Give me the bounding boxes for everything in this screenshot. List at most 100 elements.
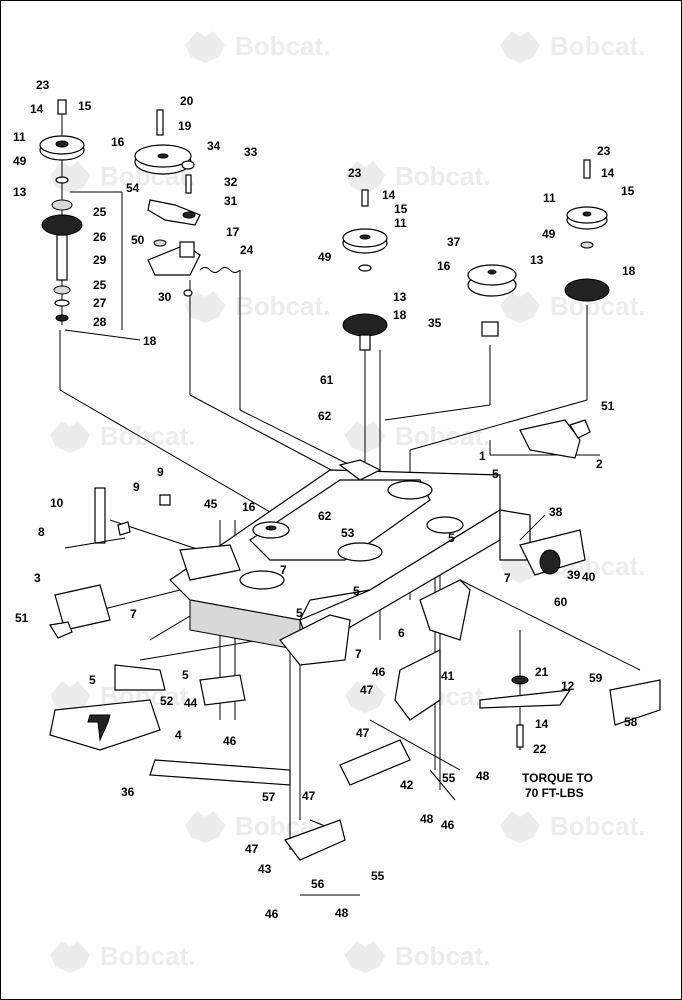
callout: 47 <box>245 842 259 856</box>
bobcat-logo-icon <box>345 161 385 193</box>
callout: 5 <box>89 673 96 687</box>
callout: 36 <box>121 785 135 799</box>
bobcat-logo-icon <box>345 941 385 973</box>
callout: 32 <box>224 175 238 189</box>
bobcat-logo-icon <box>500 31 540 63</box>
callout: 18 <box>393 308 407 322</box>
callout: 23 <box>348 166 362 180</box>
mower-deck-frame <box>169 459 531 666</box>
watermark: Bobcat. <box>500 31 645 63</box>
callout: 39 <box>567 568 581 582</box>
callout: 30 <box>158 290 172 304</box>
watermark-text: Bobcat. <box>100 421 195 451</box>
bobcat-logo-icon <box>185 291 225 323</box>
callout: 48 <box>335 906 349 920</box>
callout: 50 <box>131 233 145 247</box>
callout: 15 <box>394 202 408 216</box>
callout: 21 <box>535 665 549 679</box>
callout: 9 <box>133 480 140 494</box>
callout: 22 <box>533 742 547 756</box>
callout: 5 <box>448 531 455 545</box>
watermark-text: Bobcat. <box>235 291 330 321</box>
right-pulley-assembly <box>467 159 610 337</box>
callout: 13 <box>530 253 544 267</box>
callout: 4 <box>175 728 182 742</box>
callout: 16 <box>242 500 256 514</box>
callout: 46 <box>372 665 386 679</box>
callout: 15 <box>621 184 635 198</box>
callout: 14 <box>535 717 549 731</box>
callout: 35 <box>428 316 442 330</box>
callout: 29 <box>93 253 107 267</box>
watermark: Bobcat. <box>185 291 330 323</box>
callout: 44 <box>184 696 198 710</box>
callout: 48 <box>420 812 434 826</box>
callout: 3 <box>34 571 41 585</box>
callout: 5 <box>353 584 360 598</box>
callout: 47 <box>302 789 316 803</box>
callout: 6 <box>398 626 405 640</box>
bobcat-logo-icon <box>50 941 90 973</box>
watermark: Bobcat. <box>50 941 195 973</box>
callout: 37 <box>447 235 461 249</box>
callout: 18 <box>622 264 636 278</box>
callout: 14 <box>601 166 615 180</box>
callout-labels: 23 14 15 11 49 13 25 26 29 25 27 28 18 2… <box>13 78 638 921</box>
callout: 17 <box>226 225 240 239</box>
watermark: Bobcat. <box>345 421 490 453</box>
callout: 47 <box>356 726 370 740</box>
callout: 5 <box>182 668 189 682</box>
torque-note-line-1: TORQUE TO <box>522 771 593 785</box>
callout: 18 <box>143 334 157 348</box>
callout: 28 <box>93 315 107 329</box>
callout: 23 <box>597 144 611 158</box>
callout: 7 <box>355 647 362 661</box>
watermark-text: Bobcat. <box>550 31 645 61</box>
callout: 25 <box>93 205 107 219</box>
callout: 56 <box>311 877 325 891</box>
callout: 33 <box>244 145 258 159</box>
callout: 40 <box>582 570 596 584</box>
callout: 11 <box>13 130 26 144</box>
callout: 19 <box>178 119 192 133</box>
callout: 46 <box>223 734 237 748</box>
callout: 55 <box>442 771 456 785</box>
callout: 7 <box>280 563 287 577</box>
callout: 9 <box>157 465 164 479</box>
callout: 15 <box>78 99 92 113</box>
callout: 7 <box>130 607 137 621</box>
callout: 14 <box>30 102 44 116</box>
callout: 11 <box>543 191 556 205</box>
watermark: Bobcat. <box>500 811 645 843</box>
callout: 58 <box>624 715 638 729</box>
callout: 51 <box>15 611 29 625</box>
callout: 62 <box>318 409 332 423</box>
callout: 49 <box>542 227 556 241</box>
bobcat-logo-icon <box>185 811 225 843</box>
callout: 1 <box>479 449 486 463</box>
bobcat-logo-icon <box>345 681 385 713</box>
bobcat-logo-icon <box>500 811 540 843</box>
callout: 53 <box>341 526 355 540</box>
callout: 51 <box>601 399 615 413</box>
torque-note-line-2: 70 FT-LBS <box>525 786 584 800</box>
callout: 42 <box>400 778 414 792</box>
callout: 49 <box>318 250 332 264</box>
callout: 46 <box>265 907 279 921</box>
callout: 12 <box>561 679 575 693</box>
callout: 24 <box>240 243 254 257</box>
callout: 55 <box>371 869 385 883</box>
callout: 38 <box>549 505 563 519</box>
callout: 11 <box>394 216 407 230</box>
left-spindle-assembly <box>39 99 85 322</box>
callout: 26 <box>93 230 107 244</box>
bobcat-logo-icon <box>50 421 90 453</box>
callout: 57 <box>262 790 276 804</box>
watermark-text: Bobcat. <box>550 811 645 841</box>
callout: 62 <box>318 509 332 523</box>
callout: 41 <box>441 669 455 683</box>
watermark: Bobcat. <box>345 161 490 193</box>
callout: 43 <box>258 862 272 876</box>
callout: 52 <box>160 694 174 708</box>
